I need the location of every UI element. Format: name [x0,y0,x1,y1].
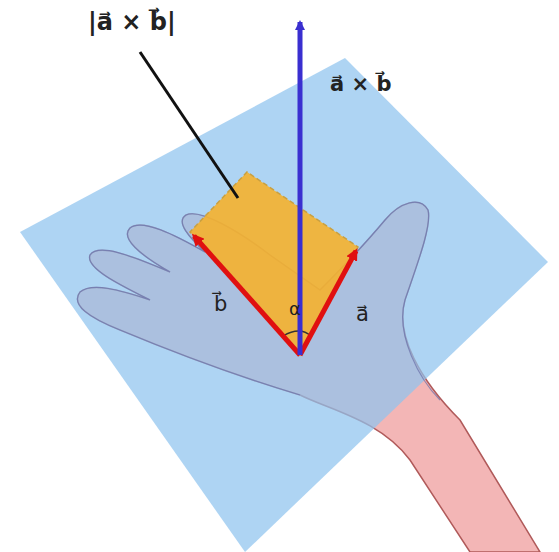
magnitude-label: |a⃗ × b⃗| [88,8,176,37]
vector-a [300,251,356,355]
vector-b [194,236,300,355]
leader-line [140,52,238,198]
vector-label: b⃗ [214,292,227,317]
plane [20,58,548,552]
cross-product-label: a⃗ × b⃗ [330,72,391,97]
vector-label: a⃗ [356,302,369,327]
angle-arc [283,331,311,336]
area-parallelogram [190,172,358,355]
angle-label: α [289,298,301,320]
